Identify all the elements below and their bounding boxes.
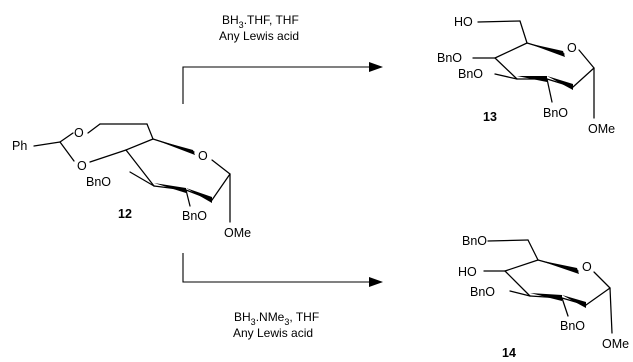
methoxy-label: OMe [224, 226, 251, 240]
benzyloxy-c2-label: BnO [182, 209, 207, 223]
compound-12-number: 12 [118, 207, 132, 221]
acetal-oxygen-bottom: O [77, 159, 87, 173]
hydroxyl-label: HO [454, 15, 473, 29]
benzyloxy-c2-label: BnO [560, 319, 585, 333]
reagent-top: BH3.THF, THF [222, 13, 299, 30]
ring-oxygen: O [582, 260, 592, 274]
benzyloxy-c3-label: BnO [86, 175, 111, 189]
catalyst-top: Any Lewis acid [219, 29, 299, 43]
benzyloxy-c3-label: BnO [470, 285, 495, 299]
benzyloxy-c2-label: BnO [543, 106, 568, 120]
ring-oxygen: O [198, 149, 208, 163]
benzyloxy-c4-label: BnO [437, 51, 462, 65]
reaction-arrows [182, 62, 383, 287]
methoxy-label: OMe [588, 122, 615, 136]
compound-14: BnO O HO BnO BnO OMe 14 [458, 234, 629, 360]
benzyloxy-c6-label: BnO [462, 234, 487, 248]
phenyl-label: Ph [12, 139, 27, 153]
hydroxyl-label: HO [458, 265, 477, 279]
compound-13: HO O BnO BnO BnO OMe 13 [437, 15, 615, 136]
benzyloxy-c3-label: BnO [458, 67, 483, 81]
compound-14-number: 14 [502, 346, 516, 360]
reagent-bottom: BH3.NMe3, THF [234, 310, 319, 327]
compound-12: Ph O O O BnO BnO OMe 12 [12, 123, 251, 240]
acetal-oxygen-top: O [74, 126, 84, 140]
catalyst-bottom: Any Lewis acid [233, 326, 313, 340]
compound-13-number: 13 [483, 110, 497, 124]
conditions-bottom: BH3.NMe3, THF Any Lewis acid [233, 310, 319, 340]
conditions-top: BH3.THF, THF Any Lewis acid [219, 13, 299, 43]
methoxy-label: OMe [602, 337, 629, 351]
ring-oxygen: O [567, 41, 577, 55]
